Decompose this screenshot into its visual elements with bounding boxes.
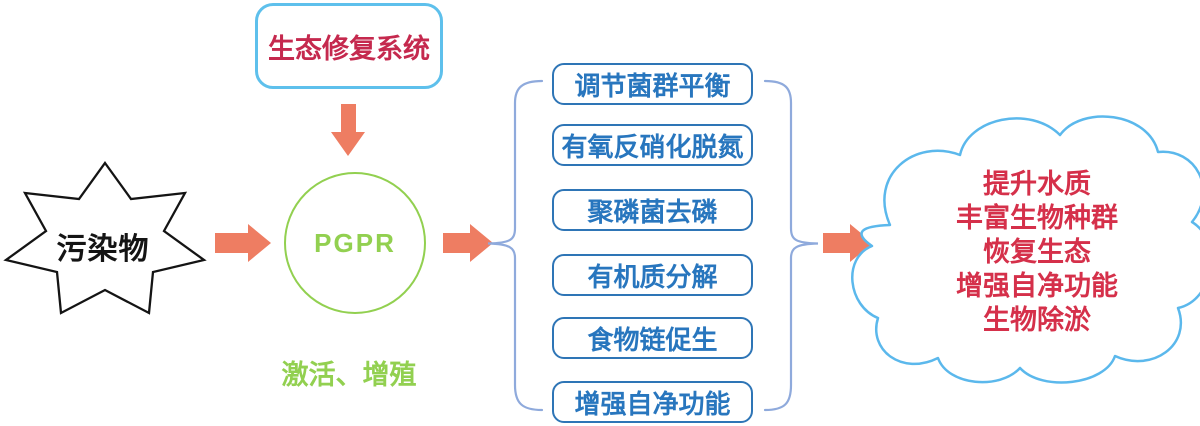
outcome-line: 丰富生物种群 <box>956 203 1118 233</box>
function-box-label: 调节菌群平衡 <box>574 70 731 101</box>
function-box-label: 有氧反硝化脱氮 <box>561 131 744 162</box>
outcome-line: 增强自净功能 <box>956 271 1118 301</box>
function-box-6: 增强自净功能 <box>552 381 753 423</box>
outcome-list: 提升水质 丰富生物种群 恢复生态 增强自净功能 生物除淤 <box>887 167 1187 337</box>
pgpr-circle: PGPR <box>284 172 426 314</box>
arrow-right-icon <box>215 224 271 262</box>
system-box: 生态修复系统 <box>255 3 443 89</box>
star-shape <box>3 161 207 315</box>
function-box-3: 聚磷菌去磷 <box>552 189 753 231</box>
outcome-line: 生物除淤 <box>983 305 1091 335</box>
arrow-right-icon <box>443 224 493 262</box>
function-box-label: 食物链促生 <box>587 324 718 355</box>
function-box-5: 食物链促生 <box>552 317 753 359</box>
pollutant-label: 污染物 <box>56 233 150 266</box>
right-brace <box>763 79 819 412</box>
function-box-label: 聚磷菌去磷 <box>587 196 718 227</box>
outcome-line: 提升水质 <box>983 169 1091 199</box>
function-box-2: 有氧反硝化脱氮 <box>552 124 753 166</box>
function-box-label: 增强自净功能 <box>574 388 731 419</box>
cloud-shape <box>851 115 1200 384</box>
arrow-down-icon <box>331 104 365 156</box>
outcome-line: 恢复生态 <box>983 237 1091 267</box>
pgpr-label: PGPR <box>314 227 396 258</box>
pgpr-caption: 激活、增殖 <box>281 360 417 390</box>
left-brace <box>487 79 544 412</box>
function-box-label: 有机质分解 <box>587 261 718 292</box>
function-box-4: 有机质分解 <box>552 254 753 296</box>
system-box-label: 生态修复系统 <box>268 33 430 64</box>
function-box-1: 调节菌群平衡 <box>552 63 753 105</box>
